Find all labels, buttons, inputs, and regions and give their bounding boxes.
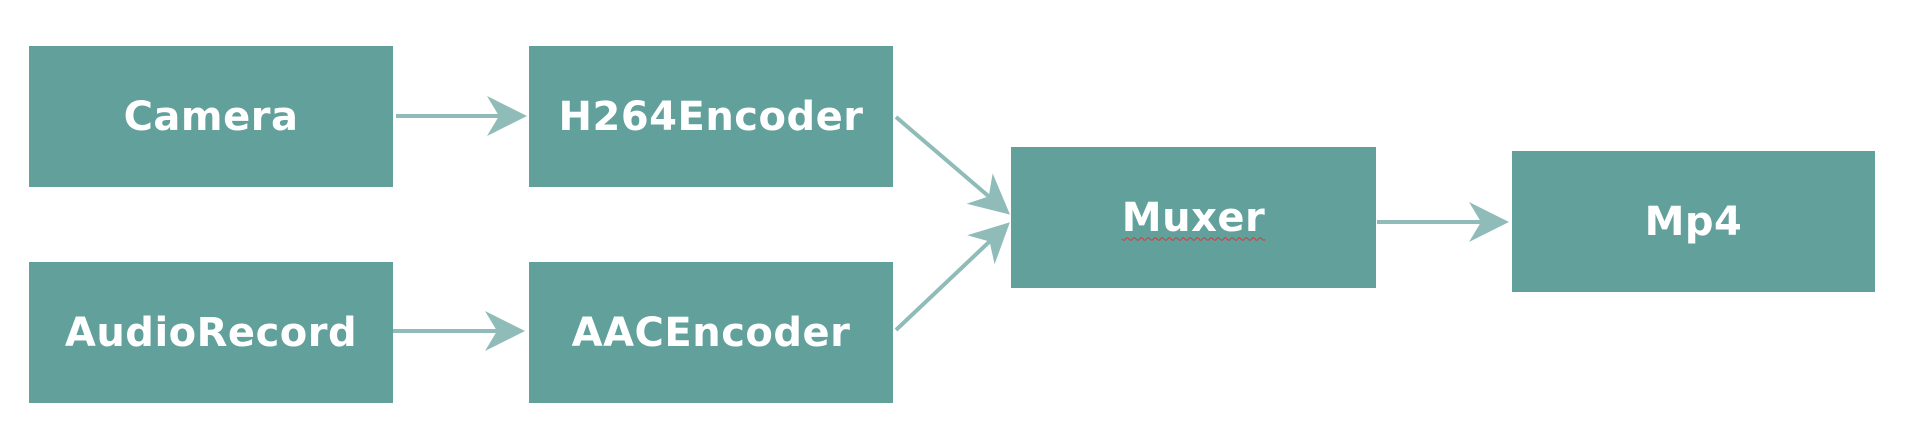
node-aacencoder: AACEncoder: [529, 262, 893, 403]
node-aacencoder-label: AACEncoder: [571, 309, 851, 356]
edge-aacencoder-to-muxer: [894, 222, 1010, 332]
node-audiorecord: AudioRecord: [29, 262, 393, 403]
node-mp4: Mp4: [1512, 151, 1875, 292]
node-camera-label: Camera: [123, 93, 299, 140]
node-h264encoder: H264Encoder: [529, 46, 893, 187]
node-muxer-label: Muxer: [1121, 194, 1266, 241]
node-muxer: Muxer: [1011, 147, 1376, 288]
node-mp4-label: Mp4: [1644, 198, 1743, 245]
node-audiorecord-label: AudioRecord: [64, 309, 358, 356]
node-h264encoder-label: H264Encoder: [558, 93, 864, 140]
node-camera: Camera: [29, 46, 393, 187]
edge-h264encoder-to-muxer: [894, 115, 1011, 215]
